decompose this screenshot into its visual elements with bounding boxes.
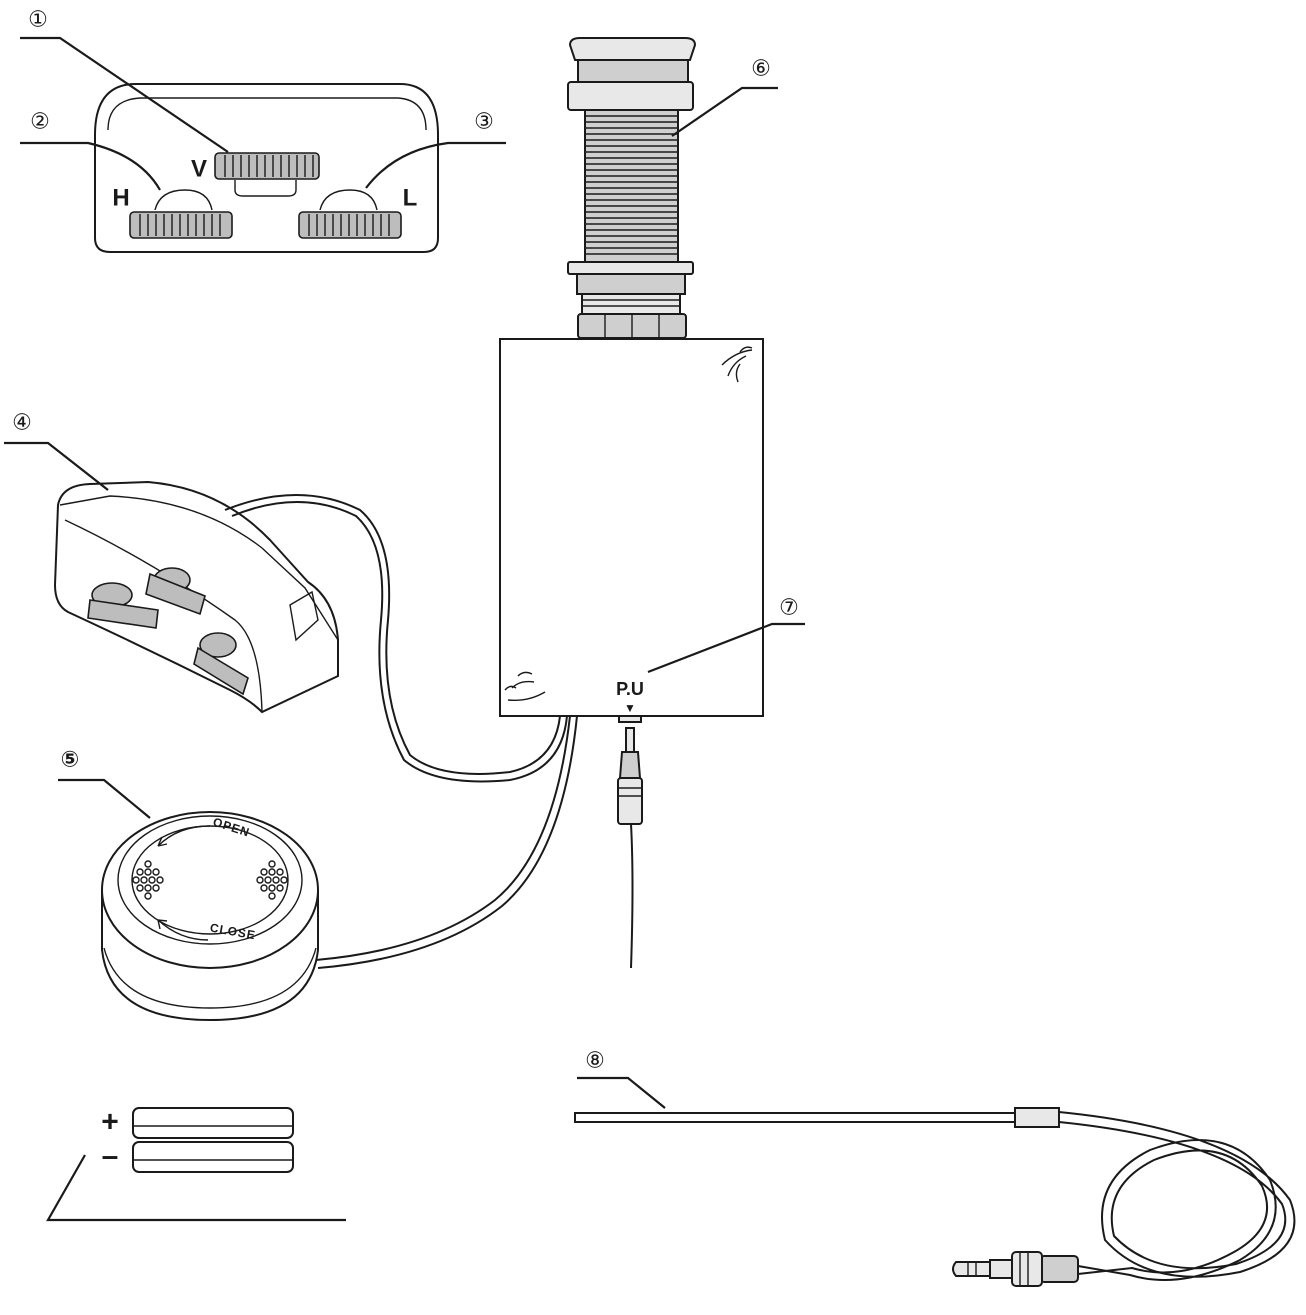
- svg-text:④: ④: [12, 411, 32, 436]
- battery-box: OPEN CLOSE: [101, 715, 578, 1022]
- svg-text:⑦: ⑦: [779, 596, 799, 621]
- coin-batteries: + –: [46, 1106, 346, 1222]
- callout-1: ①: [20, 8, 229, 153]
- battery-minus: –: [102, 1140, 119, 1173]
- pu-jack-label: P.U: [616, 679, 644, 699]
- svg-text:①: ①: [28, 8, 48, 33]
- svg-text:②: ②: [30, 110, 50, 135]
- volume-knob-knurl: [224, 155, 314, 177]
- knob-label-h: H: [112, 185, 129, 212]
- callout-2: ②: [20, 110, 161, 191]
- preamp-box: P.U ▼: [499, 338, 764, 723]
- grip-dots-right: [256, 860, 288, 900]
- pu-plug: [617, 727, 643, 969]
- svg-text:③: ③: [474, 110, 494, 135]
- knob-label-l: L: [403, 185, 418, 212]
- callout-3: ③: [365, 110, 506, 189]
- callout-6: ⑥: [671, 57, 778, 137]
- svg-text:⑤: ⑤: [61, 748, 80, 773]
- callout-7: ⑦: [647, 596, 805, 674]
- treble-knob: [129, 211, 233, 239]
- arrow-close-icon: [157, 919, 209, 941]
- leaf-ornament-icon: [721, 346, 753, 383]
- bass-knob: [298, 211, 402, 239]
- endpin-jack: [567, 37, 697, 339]
- callout-4: ④: [4, 411, 109, 491]
- pu-jack-arrow: ▼: [624, 701, 636, 715]
- thread-lines: [585, 115, 678, 255]
- arrow-open-icon: [157, 825, 211, 847]
- callout-5: ⑤: [58, 748, 151, 819]
- volume-knob: [214, 152, 320, 180]
- knob-label-v: V: [191, 156, 207, 183]
- leaf-ornament-icon: [504, 671, 546, 702]
- svg-text:⑧: ⑧: [585, 1049, 605, 1074]
- under-saddle-pickup: [574, 1107, 1296, 1287]
- grip-dots-left: [132, 860, 164, 900]
- control-panel-detail: V H L: [94, 83, 439, 253]
- svg-text:⑥: ⑥: [751, 57, 771, 82]
- callout-8: ⑧: [577, 1049, 666, 1109]
- control-unit-3d: [53, 480, 568, 783]
- battery-plus: +: [101, 1106, 119, 1139]
